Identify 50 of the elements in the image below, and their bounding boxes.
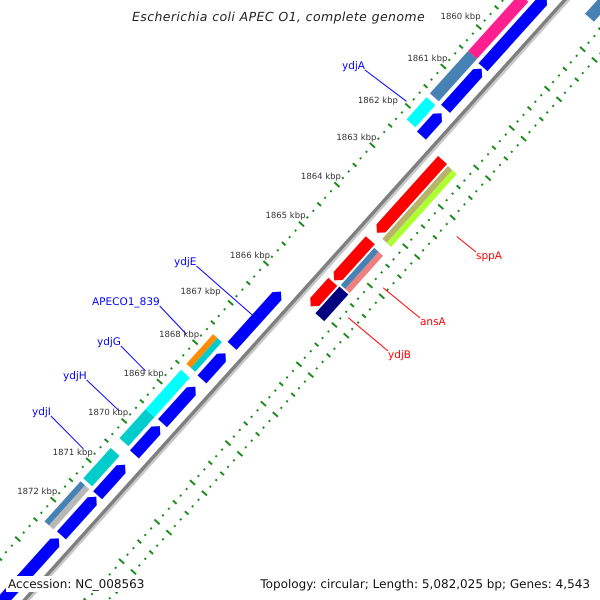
tick-label: 1862 kbp — [358, 96, 398, 106]
gene-feature — [310, 278, 338, 307]
gene-feature — [382, 166, 457, 247]
gene-label: ydjE — [174, 256, 196, 268]
gene-label: ydjA — [342, 60, 365, 72]
tick-label: 1864 kbp — [300, 172, 341, 182]
gene-feature — [440, 68, 482, 114]
leader-line — [456, 236, 476, 252]
gene-label: ydjI — [32, 406, 51, 418]
gene-feature — [340, 248, 384, 293]
gene-feature — [130, 426, 161, 459]
gene-feature — [158, 386, 196, 428]
tick-label: 1866 kbp — [230, 250, 270, 261]
gene-feature — [56, 496, 97, 540]
gene-feature — [333, 236, 375, 281]
gene-feature — [416, 113, 442, 140]
leader-line — [382, 287, 420, 318]
gene-feature — [197, 353, 226, 384]
gene-label: ydjB — [388, 349, 411, 361]
map-title: Escherichia coli APEC O1, complete genome — [132, 9, 426, 24]
gene-label: ydjH — [63, 370, 87, 382]
gene-label: APECO1_839 — [92, 296, 160, 308]
leader-line — [50, 416, 84, 450]
tick-label: 1871 kbp — [52, 448, 93, 458]
gene-feature — [315, 286, 348, 322]
tick-label: 1867 kbp — [180, 287, 221, 298]
tick-label: 1863 kbp — [336, 132, 376, 143]
footer-text: Topology: circular; Length: 5,082,025 bp; Genes: 4,543 — [258, 576, 592, 592]
gene-feature — [376, 156, 448, 234]
tick-label: 1860 kbp — [440, 12, 481, 22]
gene-feature — [406, 97, 436, 128]
gene-feature — [44, 481, 90, 530]
tick-label: 1869 kbp — [124, 368, 164, 379]
leader-line — [364, 70, 407, 102]
tick-label: 1870 kbp — [88, 408, 128, 418]
gene-label: ansA — [420, 316, 446, 328]
leader-line — [120, 346, 146, 372]
gene-feature — [92, 464, 126, 500]
gene-label: ydjG — [97, 336, 121, 348]
leader-line — [159, 306, 187, 335]
leader-line — [86, 380, 120, 412]
gene-feature — [227, 291, 282, 350]
tick-label: 1861 kbp — [407, 54, 448, 64]
tick-label: 1865 kbp — [265, 211, 306, 222]
gene-label: sppA — [476, 250, 502, 262]
leader-line — [196, 266, 253, 316]
tick-label: 1868 kbp — [159, 330, 200, 340]
footer-text: Accession: NC_008563 — [6, 576, 146, 592]
leader-line — [348, 317, 388, 352]
tick-label: 1872 kbp — [17, 487, 58, 498]
